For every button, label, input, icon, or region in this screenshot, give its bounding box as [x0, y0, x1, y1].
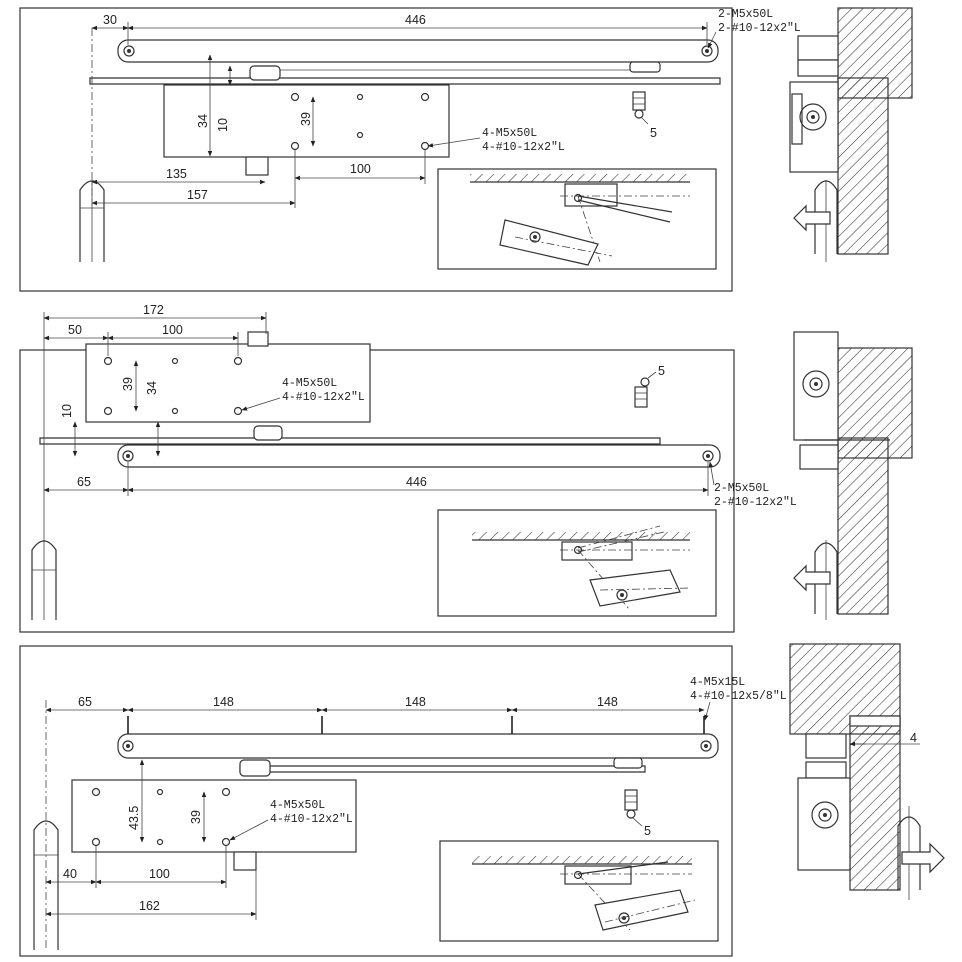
side-view-1	[789, 7, 913, 262]
dim-65: 65	[78, 695, 92, 709]
dim-157: 157	[187, 188, 208, 202]
callout-top-line2: 2-#10-12x2″L	[718, 22, 801, 35]
dim-39: 39	[189, 810, 203, 824]
dim-39: 39	[121, 377, 135, 391]
pin-5	[632, 91, 646, 111]
dim-65: 65	[77, 475, 91, 489]
arm	[117, 444, 721, 468]
callout-bot-line1: 2-M5x50L	[714, 482, 769, 495]
callout-top-line2: 4-#10-12x5/8″L	[690, 690, 787, 703]
dim-446: 446	[406, 475, 427, 489]
slide-rail	[89, 77, 721, 85]
panel-2-frame	[19, 349, 735, 633]
callout-mid-line2: 4-#10-12x2″L	[270, 813, 353, 826]
dim-148-a: 148	[213, 695, 234, 709]
arm	[117, 39, 719, 63]
callout-top-line1: 2-M5x50L	[718, 8, 773, 21]
dim-43-5: 43.5	[127, 806, 141, 830]
dim-148-c: 148	[597, 695, 618, 709]
dim-100: 100	[162, 323, 183, 337]
inset-detail-3	[439, 840, 719, 942]
arm	[117, 733, 719, 759]
dim-100: 100	[149, 867, 170, 881]
side-view-3: 4	[789, 643, 945, 900]
closer-body	[71, 779, 357, 853]
callout-top-line1: 4-M5x15L	[690, 676, 745, 689]
dim-135: 135	[166, 167, 187, 181]
item-5-label: 5	[650, 126, 657, 140]
callout-mid-line2: 4-#10-12x2″L	[282, 391, 365, 404]
dim-30: 30	[103, 13, 117, 27]
inset-detail-2	[437, 509, 717, 617]
pin-5	[634, 386, 648, 408]
callout-mid-line1: 4-M5x50L	[482, 127, 537, 140]
side-dim-4: 4	[910, 731, 917, 745]
side-view-2	[793, 331, 913, 620]
dim-39: 39	[299, 112, 313, 126]
dim-40: 40	[63, 867, 77, 881]
item-5-label: 5	[658, 364, 665, 378]
dim-172: 172	[143, 303, 164, 317]
callout-bot-line2: 2-#10-12x2″L	[714, 496, 797, 509]
dim-34: 34	[145, 381, 159, 395]
slide-rail	[239, 765, 646, 773]
dim-50: 50	[68, 323, 82, 337]
panel-1: 5 30 446 34 10 39 135 157 100 2-M5x50L 2…	[19, 7, 801, 292]
inset-detail-1	[437, 168, 717, 270]
dim-148-b: 148	[405, 695, 426, 709]
panel-1-frame	[19, 7, 733, 292]
dim-162: 162	[139, 899, 160, 913]
dim-34: 34	[196, 114, 210, 128]
closer-body	[85, 343, 371, 423]
pin-5	[624, 789, 638, 811]
slide-rail	[39, 437, 661, 445]
dim-446: 446	[405, 13, 426, 27]
callout-mid-line2: 4-#10-12x2″L	[482, 141, 565, 154]
panel-3: 5 65 148 148 148 43.5 39 40 100 162 4-M5…	[19, 645, 787, 957]
panel-2: 5 172 50 100 39 34 10 65 446 4-M5x50L 4-…	[19, 303, 797, 633]
callout-mid-line1: 4-M5x50L	[282, 377, 337, 390]
dim-100: 100	[350, 162, 371, 176]
panel-3-frame	[19, 645, 733, 957]
callout-mid-line1: 4-M5x50L	[270, 799, 325, 812]
dim-10: 10	[216, 118, 230, 132]
item-5-label: 5	[644, 824, 651, 838]
dim-10: 10	[60, 404, 74, 418]
